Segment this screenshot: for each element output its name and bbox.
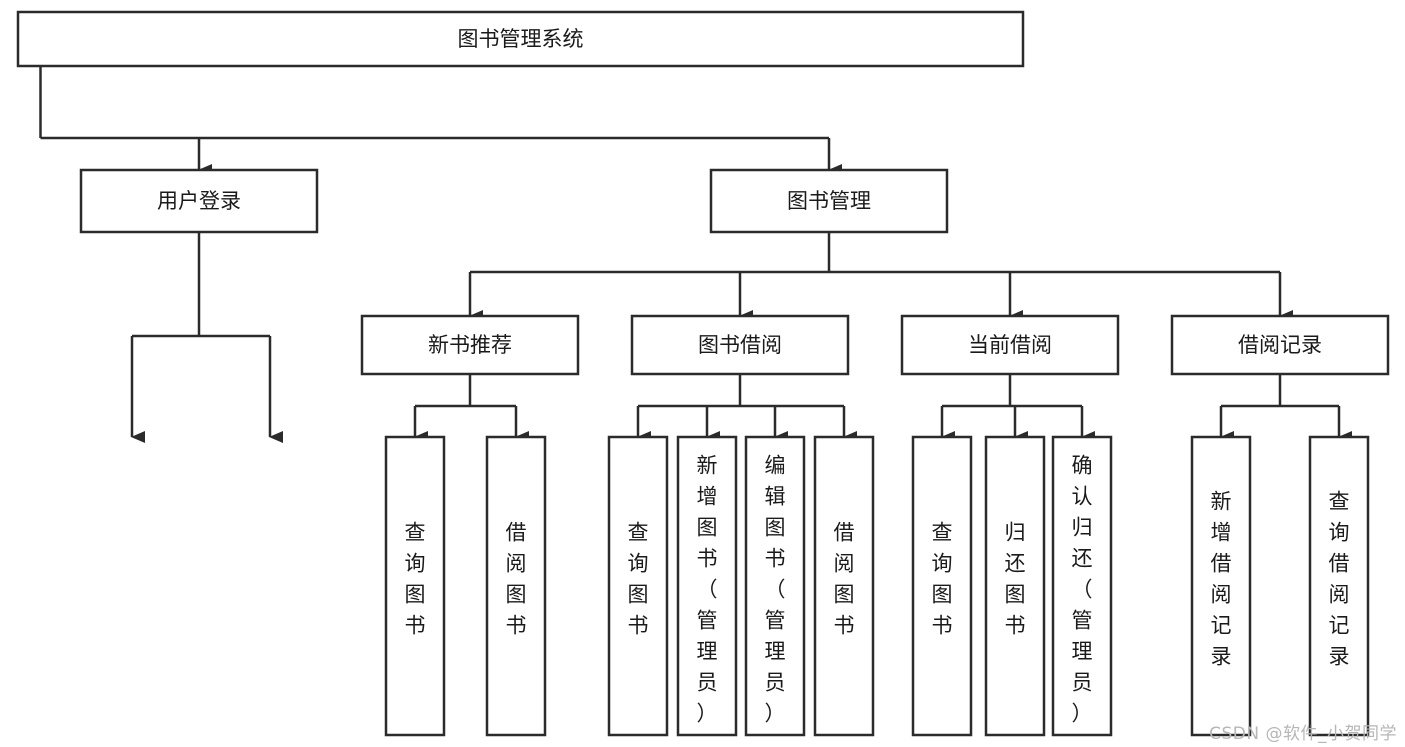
node-root[interactable]: 图书管理系统 <box>16 10 1025 68</box>
node-edit-book-admin[interactable]: 编辑图书（管理员） <box>744 435 806 737</box>
node-new-book-recommend[interactable]: 新书推荐 <box>360 314 580 376</box>
node-label-book-borrow: 图书借阅 <box>698 333 782 357</box>
node-query-books-1[interactable]: 查询图书 <box>384 435 446 737</box>
node-label-borrow-books-2: 借阅图书 <box>834 521 855 638</box>
node-label-return-books: 归还图书 <box>1005 521 1026 638</box>
node-user-login[interactable]: 用户登录 <box>79 168 319 234</box>
node-label-add-book-admin: 新增图书（管理员） <box>697 454 718 726</box>
node-label-book-management: 图书管理 <box>787 189 871 213</box>
node-box-return-books <box>984 435 1046 737</box>
node-book-borrow[interactable]: 图书借阅 <box>630 314 850 376</box>
node-box-query-books-1 <box>384 435 446 737</box>
node-box-borrow-records <box>1170 314 1390 376</box>
csdn-watermark: CSDN @软件_小贺同学 <box>1209 724 1397 744</box>
node-label-root: 图书管理系统 <box>458 27 584 51</box>
node-box-borrow-books-2 <box>813 435 875 737</box>
node-return-books[interactable]: 归还图书 <box>984 435 1046 737</box>
node-confirm-return-admin[interactable]: 确认归还（管理员） <box>1051 435 1113 737</box>
node-borrow-books-2[interactable]: 借阅图书 <box>813 435 875 737</box>
node-label-query-books-3: 查询图书 <box>932 521 953 638</box>
node-label-user-login: 用户登录 <box>157 189 241 213</box>
node-label-query-books-1: 查询图书 <box>405 521 426 638</box>
node-box-query-borrow-record <box>1308 435 1370 737</box>
node-box-query-books-3 <box>911 435 973 737</box>
node-box-book-management <box>709 168 949 234</box>
node-book-management[interactable]: 图书管理 <box>709 168 949 234</box>
connector-lines <box>39 66 1352 443</box>
node-borrow-records[interactable]: 借阅记录 <box>1170 314 1390 376</box>
node-label-add-borrow-record: 新增借阅记录 <box>1211 490 1232 669</box>
node-label-query-books-2: 查询图书 <box>628 521 649 638</box>
node-add-borrow-record[interactable]: 新增借阅记录 <box>1190 435 1252 737</box>
node-box-add-borrow-record <box>1190 435 1252 737</box>
node-box-user-login <box>79 168 319 234</box>
node-box-book-borrow <box>630 314 850 376</box>
node-label-confirm-return-admin: 确认归还（管理员） <box>1072 454 1093 726</box>
node-query-books-2[interactable]: 查询图书 <box>607 435 669 737</box>
node-box-borrow-books-1 <box>485 435 547 737</box>
node-box-current-borrow <box>900 314 1120 376</box>
node-box-edit-book-admin <box>744 435 806 737</box>
node-add-book-admin[interactable]: 新增图书（管理员） <box>676 435 738 737</box>
node-box-confirm-return-admin <box>1051 435 1113 737</box>
node-query-books-3[interactable]: 查询图书 <box>911 435 973 737</box>
node-borrow-books-1[interactable]: 借阅图书 <box>485 435 547 737</box>
node-label-query-borrow-record: 查询借阅记录 <box>1329 490 1350 669</box>
node-box-add-book-admin <box>676 435 738 737</box>
node-box-query-books-2 <box>607 435 669 737</box>
node-query-borrow-record[interactable]: 查询借阅记录 <box>1308 435 1370 737</box>
node-box-root <box>16 10 1025 68</box>
node-box-new-book-recommend <box>360 314 580 376</box>
node-current-borrow[interactable]: 当前借阅 <box>900 314 1120 376</box>
node-label-new-book-recommend: 新书推荐 <box>428 333 512 357</box>
node-label-edit-book-admin: 编辑图书（管理员） <box>765 454 786 726</box>
node-label-borrow-books-1: 借阅图书 <box>506 521 527 638</box>
node-label-current-borrow: 当前借阅 <box>968 333 1052 357</box>
node-label-borrow-records: 借阅记录 <box>1238 333 1322 357</box>
